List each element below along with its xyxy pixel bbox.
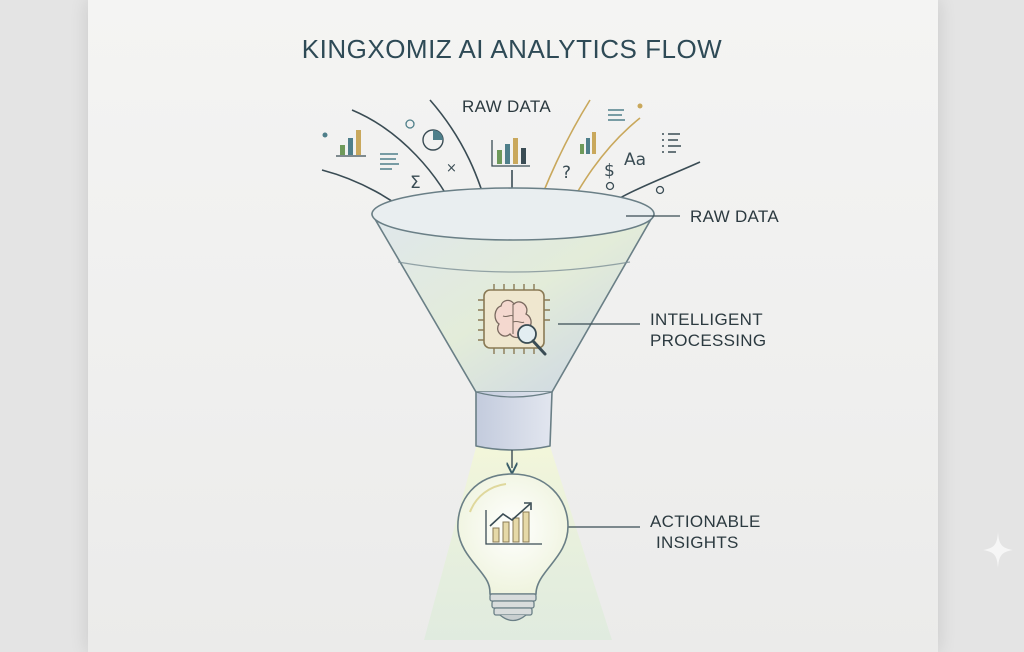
bar-chart-icon: [491, 138, 530, 167]
dollar-symbol: $: [604, 161, 615, 181]
list-icon: [662, 133, 681, 153]
pie-chart-icon: [422, 129, 444, 151]
insights-label-line1: ACTIONABLE: [650, 512, 761, 531]
sparkle-icon: [983, 532, 1013, 568]
growth-chart-icon: [485, 502, 542, 545]
question-symbol: ?: [562, 163, 571, 183]
bar-chart-icon: [580, 132, 596, 154]
dot-icon: [322, 132, 328, 138]
dot-icon: [605, 181, 615, 191]
raw-data-top-label: RAW DATA: [462, 97, 551, 116]
dot-icon: [655, 185, 665, 195]
insights-label: ACTIONABLE INSIGHTS: [650, 511, 810, 553]
bar-chart-icon: [336, 130, 366, 157]
sigma-symbol: Σ: [410, 173, 421, 193]
brain-chip-icon: [478, 284, 550, 354]
insights-label-line2: INSIGHTS: [656, 533, 739, 552]
text-lines-icon: [380, 153, 399, 170]
aa-symbol: Aa: [624, 150, 646, 170]
funnel: [371, 187, 655, 451]
diagram-title: KINGXOMIZ AI ANALYTICS FLOW: [301, 34, 723, 64]
dot-icon: [405, 119, 415, 129]
processing-label-line2: PROCESSING: [650, 331, 767, 350]
dot-icon: [637, 103, 643, 109]
processing-label: INTELLIGENT PROCESSING: [650, 309, 810, 351]
magnifier-icon: [517, 324, 547, 356]
raw-data-side-label: RAW DATA: [690, 207, 779, 226]
processing-label-line1: INTELLIGENT: [650, 310, 763, 329]
times-symbol: ×: [446, 161, 457, 176]
text-lines-icon: [608, 109, 625, 121]
